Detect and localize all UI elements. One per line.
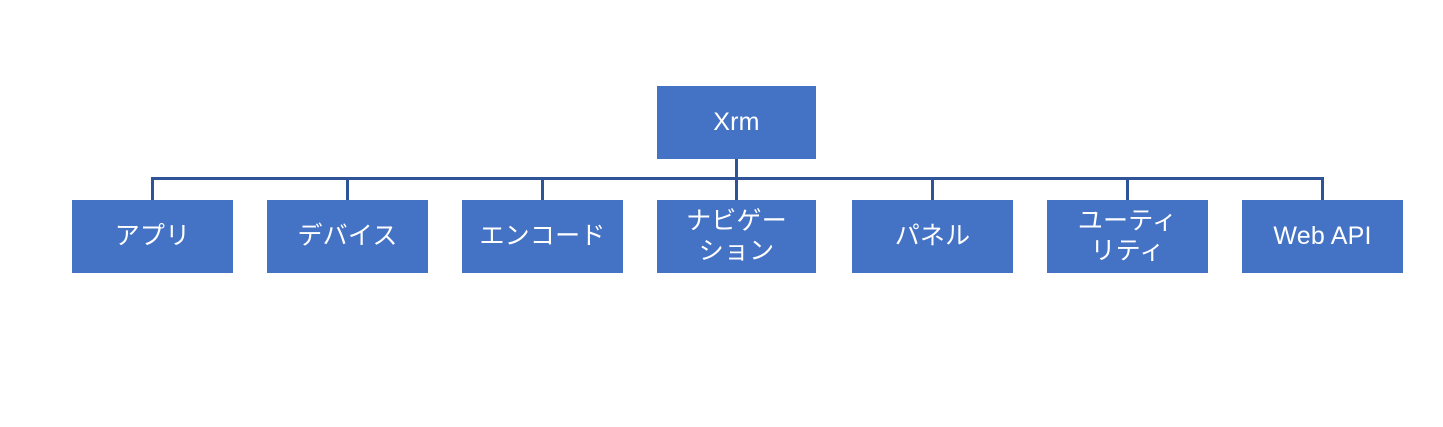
node-root-xrm[interactable]: Xrm bbox=[657, 86, 816, 159]
node-child-label: Web API bbox=[1273, 221, 1372, 250]
connector-root-stem bbox=[735, 159, 738, 180]
node-child-label: ユーティ リティ bbox=[1077, 207, 1178, 265]
connector-drop-7 bbox=[1321, 177, 1324, 200]
node-child-1[interactable]: アプリ bbox=[72, 200, 233, 273]
node-child-2[interactable]: デバイス bbox=[267, 200, 428, 273]
node-child-4[interactable]: ナビゲー ション bbox=[657, 200, 816, 273]
connector-drop-1 bbox=[151, 177, 154, 200]
node-child-6[interactable]: ユーティ リティ bbox=[1047, 200, 1208, 273]
node-child-label: アプリ bbox=[114, 221, 191, 250]
connector-drop-4 bbox=[735, 177, 738, 200]
connector-drop-6 bbox=[1126, 177, 1129, 200]
node-root-label: Xrm bbox=[713, 107, 760, 136]
node-child-label: パネル bbox=[894, 221, 971, 250]
node-child-5[interactable]: パネル bbox=[852, 200, 1013, 273]
node-child-3[interactable]: エンコード bbox=[462, 200, 623, 273]
connector-drop-2 bbox=[346, 177, 349, 200]
connector-drop-5 bbox=[931, 177, 934, 200]
node-child-label: エンコード bbox=[479, 221, 606, 250]
node-child-label: ナビゲー ション bbox=[686, 207, 787, 265]
node-child-label: デバイス bbox=[297, 221, 398, 250]
node-child-7[interactable]: Web API bbox=[1242, 200, 1403, 273]
connector-drop-3 bbox=[541, 177, 544, 200]
